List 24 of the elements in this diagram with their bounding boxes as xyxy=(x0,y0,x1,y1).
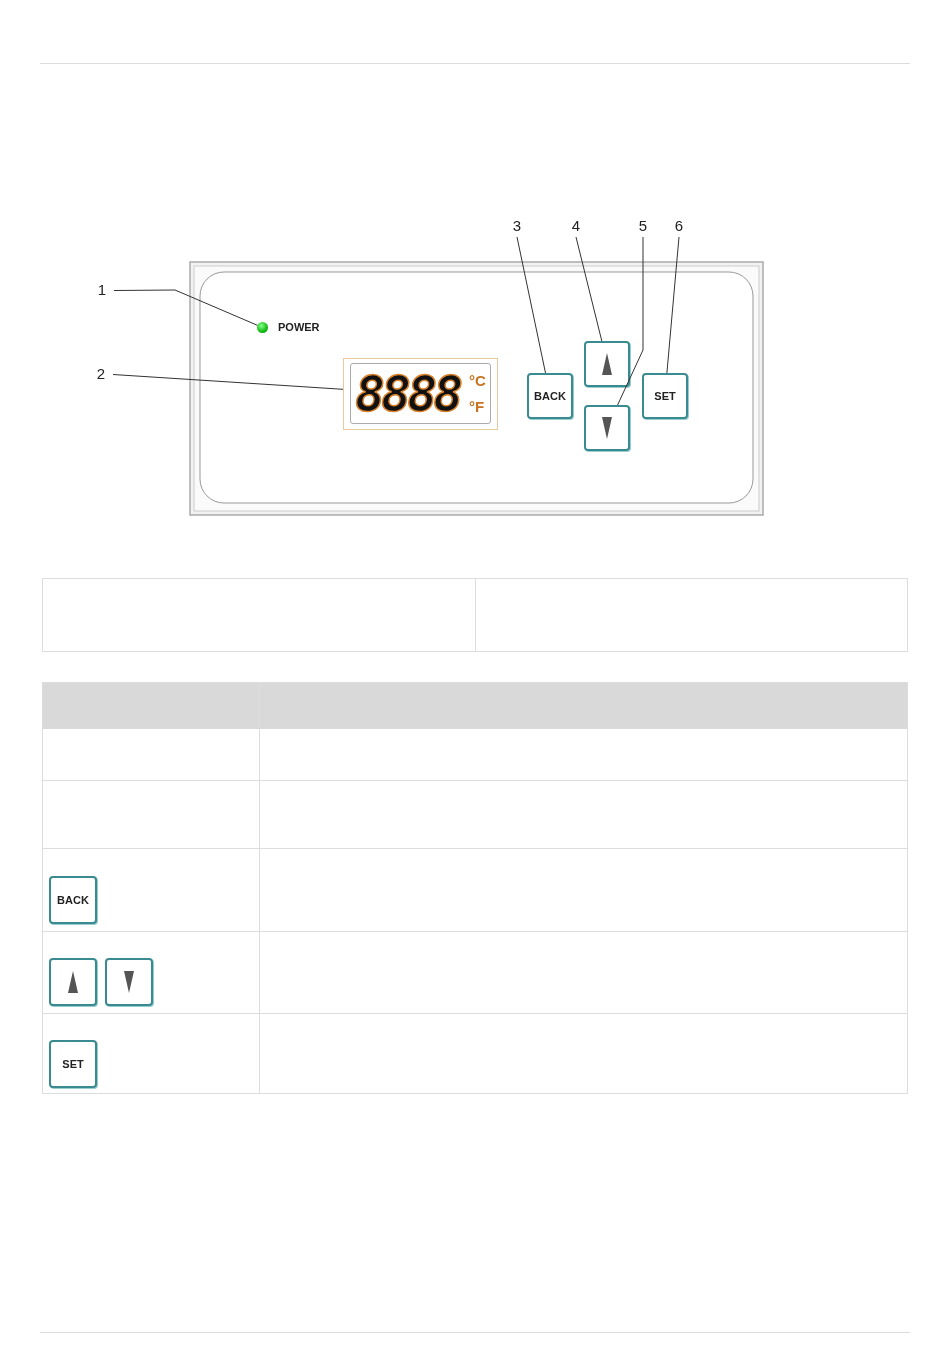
key-symbol: BACK xyxy=(49,876,97,924)
panel-key: BACK xyxy=(527,373,573,419)
temperature-display xyxy=(343,358,498,430)
leader-line xyxy=(113,289,258,326)
leader-line xyxy=(617,236,644,406)
callout-number: 2 xyxy=(93,366,109,383)
led-indicator xyxy=(257,322,268,333)
leader-line xyxy=(666,236,680,374)
callout-number: 5 xyxy=(635,218,651,235)
callout-number: 1 xyxy=(94,282,110,299)
arrow-key xyxy=(584,341,630,387)
leader-line xyxy=(575,236,603,342)
callout-number: 6 xyxy=(671,218,687,235)
panel-key: SET xyxy=(642,373,688,419)
seven-segment-digits: 8888 xyxy=(355,366,460,422)
arrow-key xyxy=(584,405,630,451)
callout-number: 4 xyxy=(568,218,584,235)
indicator-label: POWER xyxy=(278,321,320,334)
callout-number: 3 xyxy=(509,218,525,235)
unit-symbol: °C xyxy=(469,372,486,390)
leader-line xyxy=(516,236,546,374)
key-symbol: SET xyxy=(49,1040,97,1088)
leader-line xyxy=(112,374,344,390)
unit-symbol: °F xyxy=(469,398,485,416)
